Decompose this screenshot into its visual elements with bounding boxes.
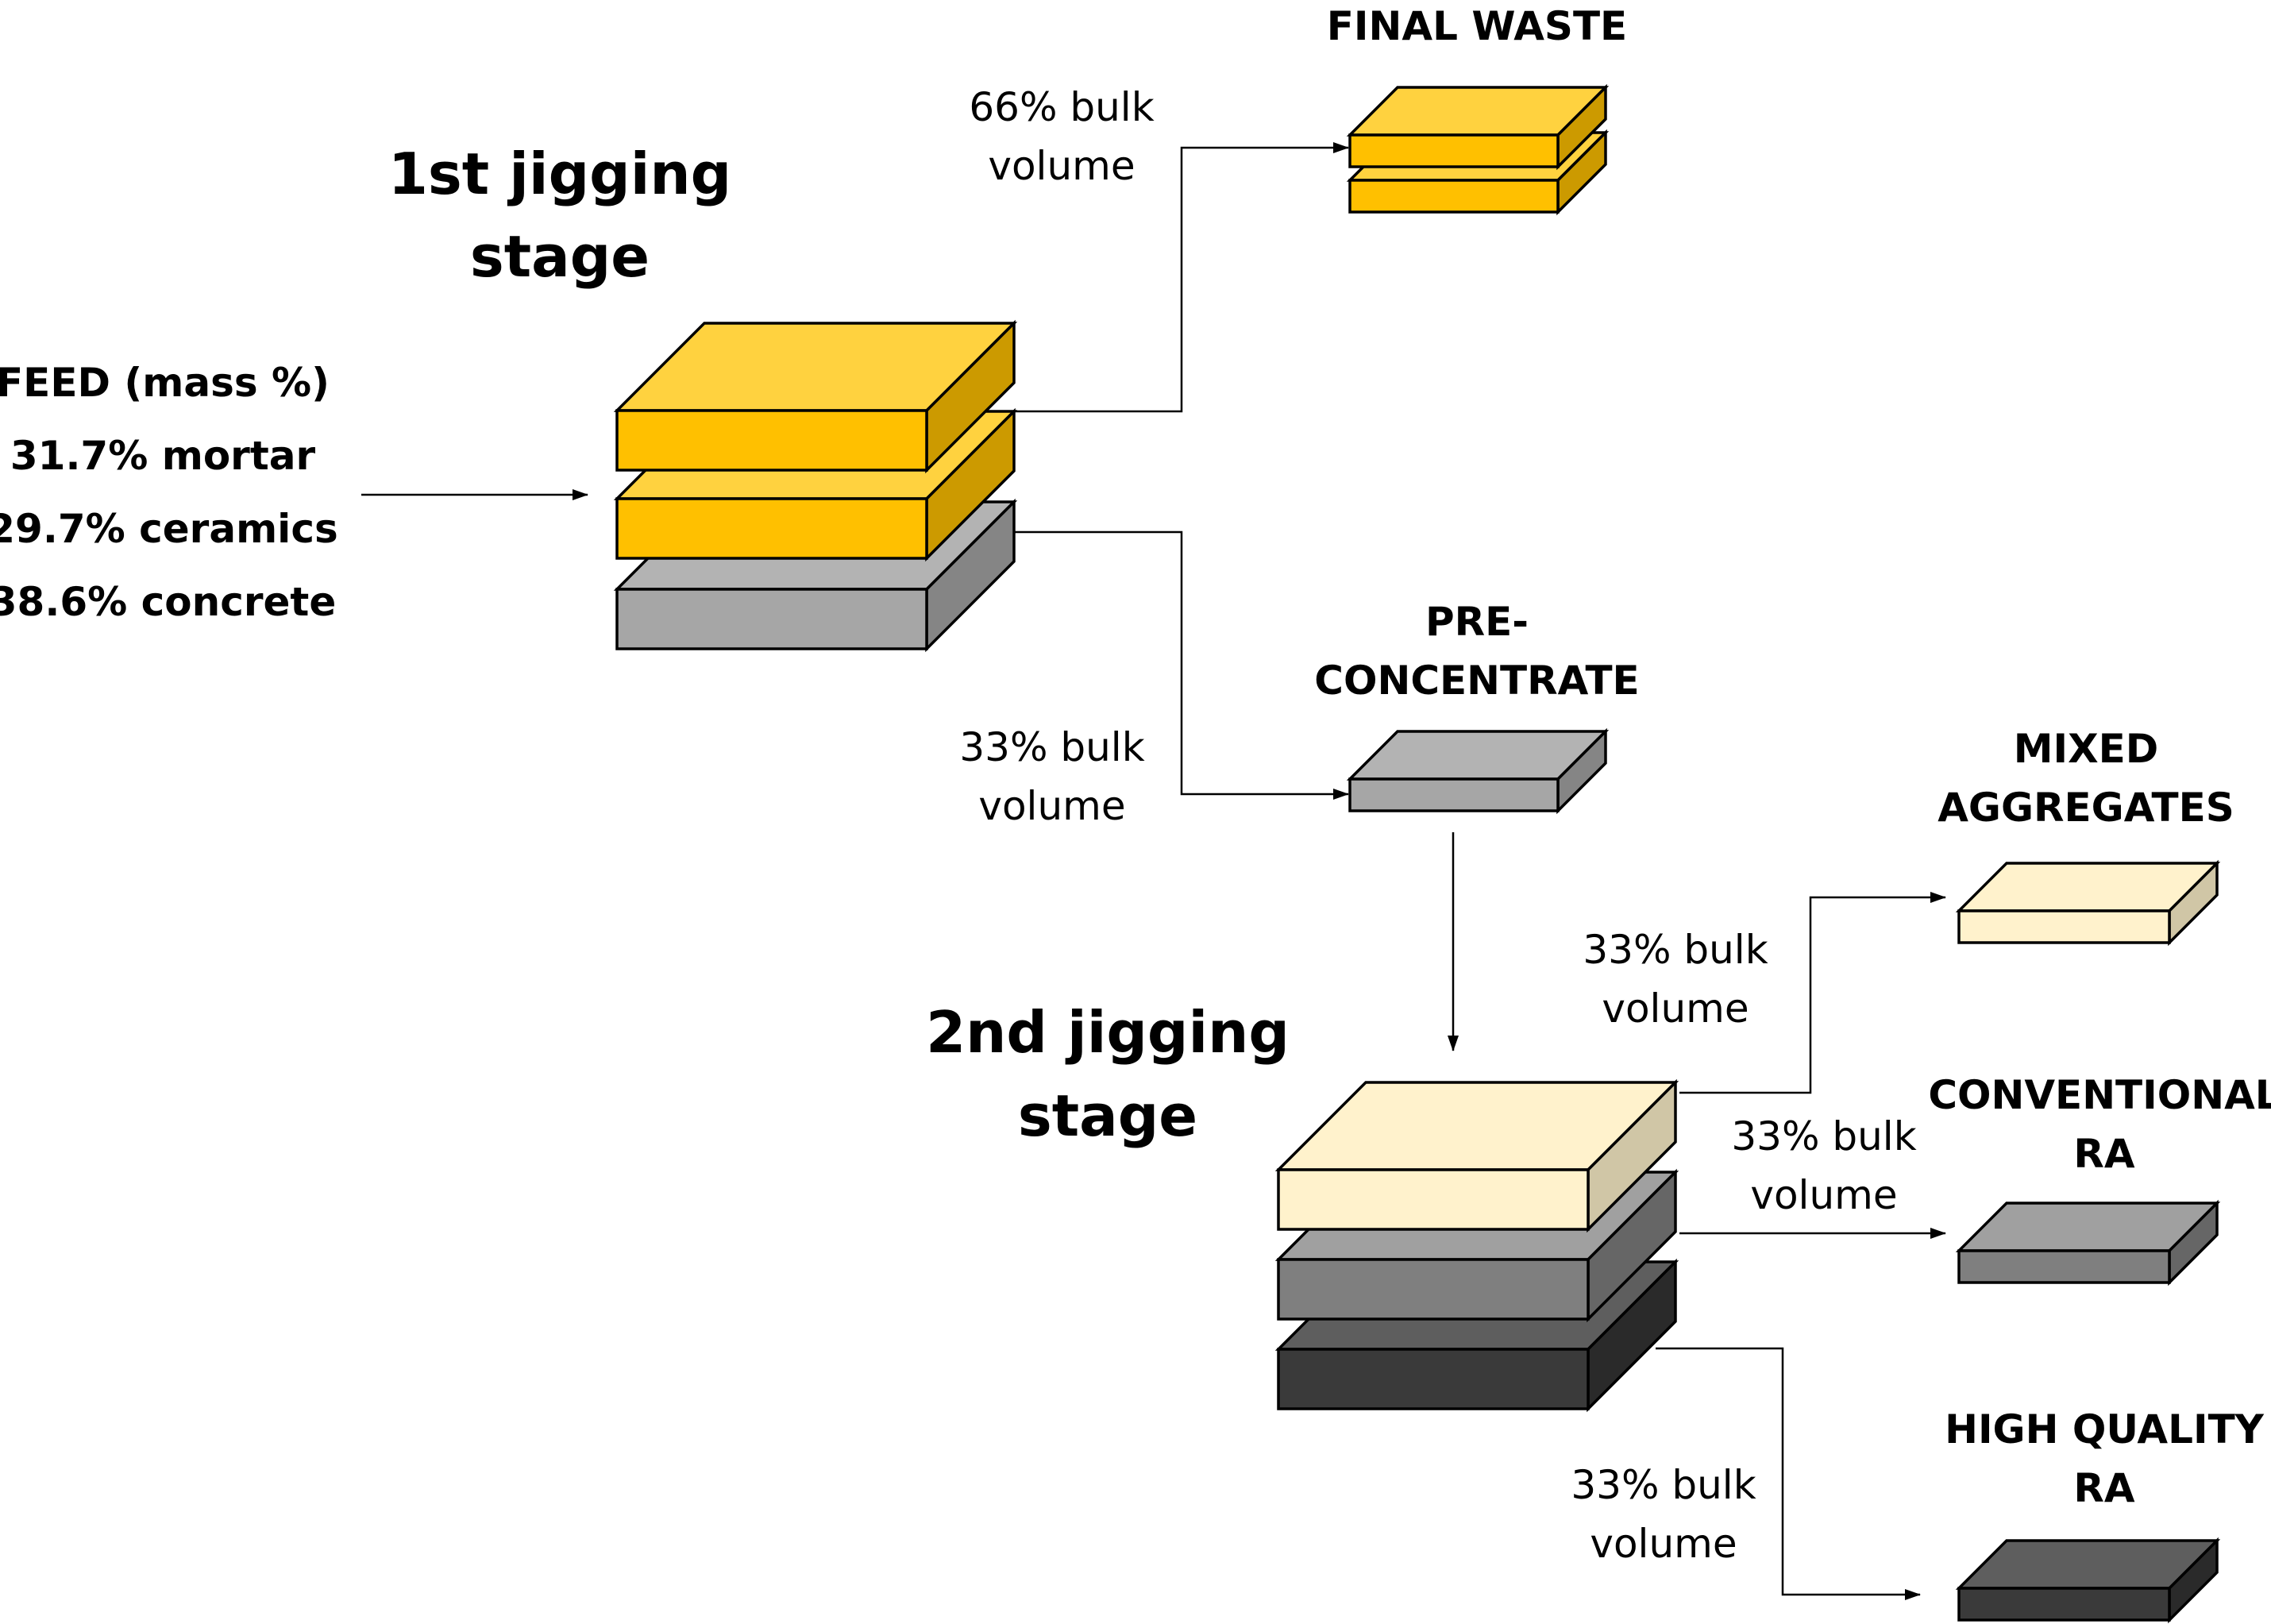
material-blocks (613, 83, 2221, 1624)
pre-concentrate-block (1346, 727, 1610, 815)
stage2-label: 2nd jigging stage (926, 999, 1290, 1149)
stage1-ceramics-layer-upper-front-face (615, 409, 928, 472)
final-waste-layer-lower-front-face (1348, 179, 1560, 214)
feed-title: FEED (mass %) (0, 360, 330, 406)
pre-concentrate-title-line1: PRE- (1425, 599, 1529, 645)
stage2-conventional-layer-front-face (1277, 1258, 1590, 1321)
stage1-concrete-layer (613, 498, 1018, 653)
high-quality-ra-arrow (1656, 1347, 1921, 1600)
mixed-aggregates-block-front-face (1957, 909, 2171, 944)
pre-concentrate-volume-line2: volume (978, 783, 1125, 829)
final-waste-arrow (929, 142, 1349, 413)
pre-concentrate-arrow (1012, 530, 1349, 800)
high-quality-ra-title-line2: RA (2073, 1465, 2135, 1511)
stage1-ceramics-layer-upper (613, 319, 1018, 474)
high-quality-ra-volume-line1: 33% bulk (1571, 1462, 1756, 1508)
feed-ceramics-line: 29.7% ceramics (0, 506, 338, 552)
stage2-label-line1: 2nd jigging (926, 999, 1290, 1066)
stage2-label-line2: stage (1018, 1082, 1197, 1149)
conventional-ra-block (1955, 1199, 2221, 1286)
pre-concentrate-block-front-face (1348, 777, 1560, 812)
mixed-aggregates-title-line1: MIXED (2014, 726, 2159, 772)
high-quality-ra-volume-line2: volume (1590, 1521, 1737, 1567)
conventional-ra-block-front-face (1957, 1249, 2171, 1284)
connectors (361, 142, 1946, 1600)
feed-composition: FEED (mass %) 31.7% mortar 29.7% ceramic… (0, 360, 338, 625)
stage2-high-quality-layer-front-face (1277, 1348, 1590, 1410)
final-waste-volume-line2: volume (988, 143, 1135, 189)
high-quality-ra-block (1955, 1537, 2221, 1624)
conventional-ra-volume-line1: 33% bulk (1731, 1113, 1916, 1159)
stage1-label: 1st jigging stage (388, 141, 731, 290)
stage1-label-line2: stage (470, 223, 650, 290)
conventional-ra-volume-line2: volume (1750, 1172, 1897, 1218)
feed-mortar-line: 31.7% mortar (10, 433, 316, 479)
mixed-aggregates-volume-line2: volume (1602, 986, 1749, 1032)
mixed-aggregates-arrow (1679, 892, 1946, 1094)
stage1-ceramics-layer-lower-front-face (615, 497, 928, 560)
conventional-ra-title-line1: CONVENTIONAL (1928, 1072, 2271, 1118)
conventional-ra-title-line2: RA (2073, 1131, 2135, 1177)
mixed-aggregates-title-line2: AGGREGATES (1937, 785, 2234, 831)
pre-concentrate-title-line2: CONCENTRATE (1314, 658, 1639, 704)
mixed-aggregates-block (1955, 859, 2221, 947)
stage2-mixed-layer (1274, 1078, 1679, 1233)
feed-concrete-line: 38.6% concrete (0, 579, 336, 625)
final-waste-volume-line1: 66% bulk (969, 84, 1154, 130)
stage1-label-line1: 1st jigging (388, 141, 731, 207)
final-waste-layer-upper (1346, 83, 1610, 171)
stage1-concrete-layer-front-face (615, 588, 928, 650)
final-waste-layer-upper-front-face (1348, 133, 1560, 168)
final-waste-title: FINAL WASTE (1327, 3, 1627, 49)
high-quality-ra-title-line1: HIGH QUALITY (1945, 1406, 2265, 1452)
pre-concentrate-volume-line1: 33% bulk (959, 724, 1144, 770)
mixed-aggregates-volume-line1: 33% bulk (1583, 927, 1768, 973)
stage2-mixed-layer-front-face (1277, 1168, 1590, 1231)
high-quality-ra-block-front-face (1957, 1587, 2171, 1622)
